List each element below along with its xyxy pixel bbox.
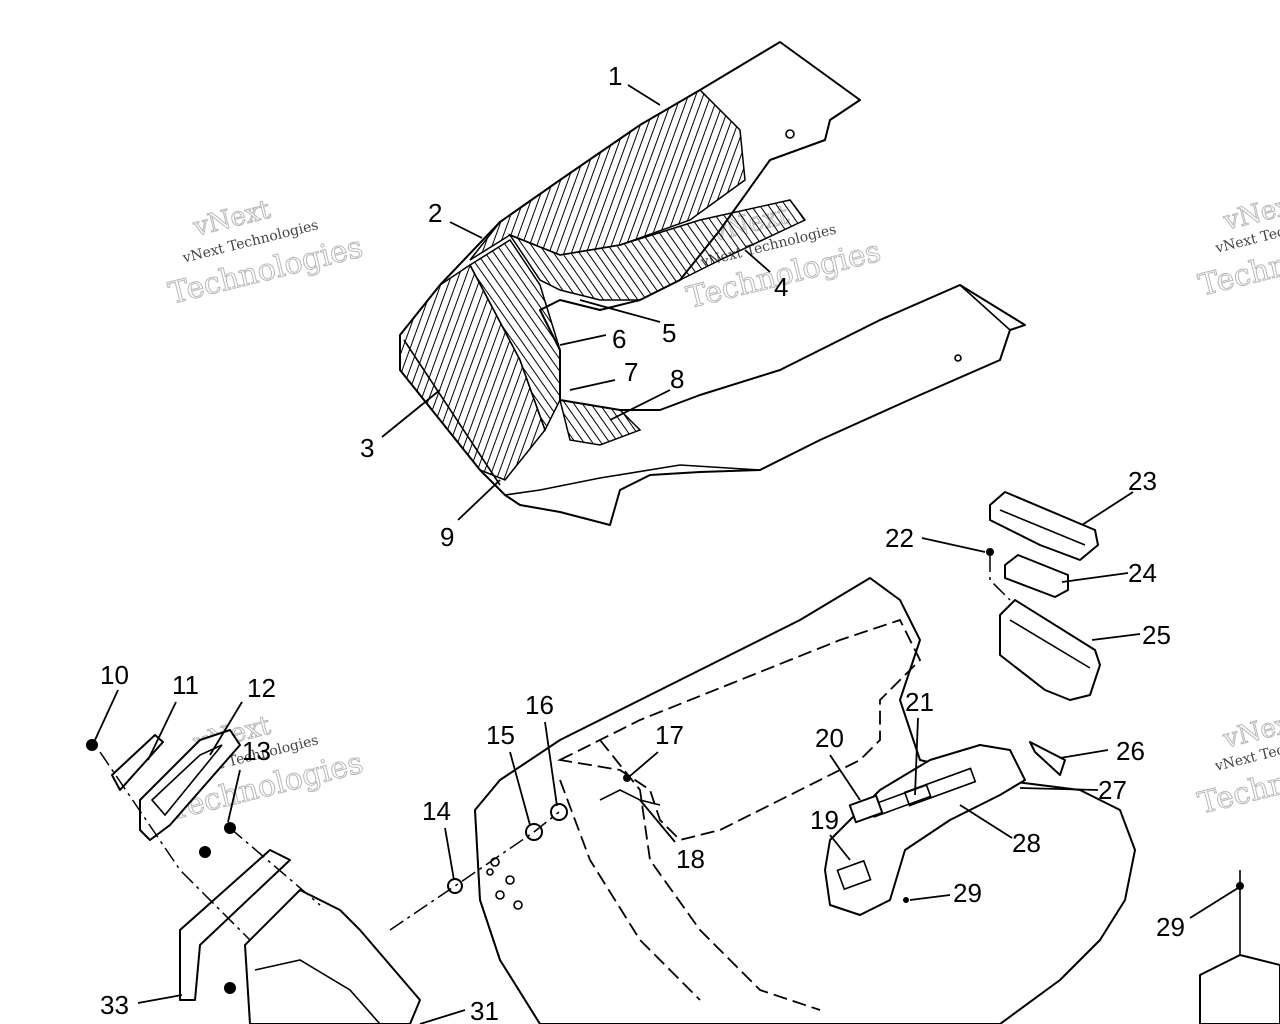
fastener-group <box>389 774 661 931</box>
callout-3: 3 <box>360 433 374 463</box>
callout-15: 15 <box>486 720 515 750</box>
callout-22: 22 <box>885 523 914 553</box>
hood-assembly <box>399 41 1026 526</box>
side-panel-hatch <box>399 263 546 481</box>
step-hatch <box>558 399 642 446</box>
callout-16: 16 <box>525 690 554 720</box>
body-front-face <box>474 809 541 1024</box>
callout-27: 27 <box>1098 775 1127 805</box>
pin-17 <box>623 774 631 782</box>
trim-strip <box>403 339 501 486</box>
watermark-right-top: vNext vNext Technologies Technologies <box>1195 188 1280 304</box>
headlight-lines-2 <box>229 827 321 906</box>
callout-28: 28 <box>1012 828 1041 858</box>
dash-clip <box>848 794 884 824</box>
screw-29 <box>903 897 909 903</box>
box-pad <box>1004 554 1069 598</box>
callout-29b: 29 <box>1156 912 1185 942</box>
callout-21: 21 <box>905 687 934 717</box>
dash-panel-group <box>824 744 1026 916</box>
corner-part <box>1199 954 1280 1024</box>
body-hole <box>505 875 515 885</box>
box-tray <box>999 599 1101 701</box>
headlight-group <box>86 729 421 1024</box>
strip-hatch <box>469 238 561 432</box>
inner-panel-hatch <box>508 199 807 301</box>
clip-group <box>1029 741 1066 776</box>
body-inner-dash-3 <box>559 779 701 1001</box>
callout-31: 31 <box>470 996 499 1024</box>
light-bezel-inner <box>150 744 223 817</box>
callout-7: 7 <box>624 357 638 387</box>
callout-20: 20 <box>815 723 844 753</box>
hood-hole-2 <box>954 354 962 362</box>
body-hole <box>513 900 523 910</box>
callout-6: 6 <box>612 324 626 354</box>
callout-25: 25 <box>1142 620 1171 650</box>
headlight-housing <box>244 889 421 1024</box>
body-hole <box>486 868 494 876</box>
callout-labels: 1 2 3 4 5 6 7 8 9 10 11 12 13 14 15 16 1… <box>100 61 1185 1024</box>
callout-26: 26 <box>1116 736 1145 766</box>
callout-2: 2 <box>428 198 442 228</box>
corner-part-group <box>903 870 1280 1024</box>
callout-17: 17 <box>655 720 684 750</box>
storage-box-group <box>986 491 1101 701</box>
hood-hole <box>785 129 795 139</box>
dash-panel <box>824 744 1026 916</box>
body-inner-dash <box>557 618 922 841</box>
clip <box>1029 741 1066 776</box>
callout-18: 18 <box>676 844 705 874</box>
headlight-lines <box>99 751 251 941</box>
dash-slot <box>903 767 977 807</box>
callout-5: 5 <box>662 318 676 348</box>
box-screw <box>986 548 994 556</box>
bracket-18 <box>599 789 661 806</box>
body-inner-dash-2 <box>599 739 821 1011</box>
watermark-left-top: vNext vNext Technologies Technologies <box>165 194 367 312</box>
callout-8: 8 <box>670 364 684 394</box>
callout-29: 29 <box>953 878 982 908</box>
callout-33: 33 <box>100 990 129 1020</box>
fastener-dashline <box>389 811 560 931</box>
screw-13b <box>199 846 211 858</box>
headlight-grill <box>254 959 381 1024</box>
box-lid <box>989 491 1099 561</box>
leader-lines <box>94 84 1239 1024</box>
body-hole <box>495 890 505 900</box>
callout-9: 9 <box>440 522 454 552</box>
callout-13: 13 <box>242 736 271 766</box>
callout-11: 11 <box>172 670 199 700</box>
callout-4: 4 <box>774 272 788 302</box>
box-lid-line <box>999 509 1086 546</box>
callout-14: 14 <box>422 796 451 826</box>
callout-12: 12 <box>247 673 276 703</box>
bracket <box>179 849 291 1001</box>
callout-10: 10 <box>100 660 129 690</box>
callout-24: 24 <box>1128 558 1157 588</box>
hood-lip <box>504 464 761 496</box>
box-tray-inner <box>1009 619 1091 669</box>
callout-23: 23 <box>1128 466 1157 496</box>
box-dash-link <box>989 556 1011 601</box>
hood-right-edge <box>879 284 1011 331</box>
callout-19: 19 <box>810 805 839 835</box>
callout-1: 1 <box>608 61 622 91</box>
dash-window <box>836 859 872 891</box>
nut-14 <box>447 878 463 894</box>
watermark-right-bottom: vNext vNext Technologies Technologies <box>1194 706 1280 822</box>
lens-strip <box>111 734 164 791</box>
screw-31 <box>224 982 236 994</box>
screw-10 <box>86 739 98 751</box>
